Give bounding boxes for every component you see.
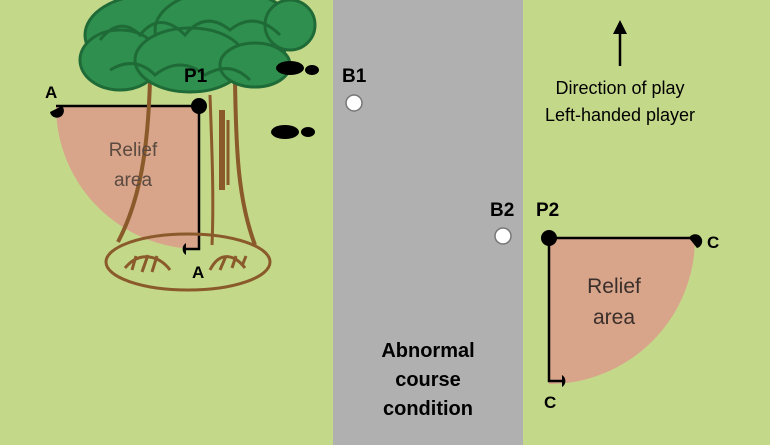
relief-boundary-left [56,104,201,251]
relief-area-left [56,106,199,249]
reference-point-markers [50,98,703,387]
p2-marker [541,230,557,246]
footprint-icon [276,61,319,75]
relief-area-left-label-line2: area [114,170,152,191]
label-p2: P2 [536,200,559,221]
label-c-bottom: C [544,393,556,412]
relief-area-right-label-line1: Relief [587,275,641,298]
abnormal-label-line3: condition [383,398,473,420]
golf-ball-icon [345,94,363,112]
relief-area-right [549,238,695,384]
abnormal-label-line2: course [395,369,461,391]
label-a-top: A [45,83,57,102]
footprint-icon [271,125,315,139]
p1-marker [191,98,207,114]
tree-icon [78,0,317,292]
relief-area-left-label-line1: Relief [109,140,158,161]
c-bottom-marker [562,375,566,387]
relief-area-right-label-line2: area [593,306,635,329]
c-top-marker [689,234,703,248]
relief-boundary-right [547,236,695,383]
label-b1: B1 [342,66,367,87]
label-b2: B2 [490,200,514,221]
label-p1: P1 [184,66,208,87]
a-bottom-marker [182,243,186,255]
label-c-top: C [707,233,719,252]
direction-of-play-label: Direction of play [555,78,684,98]
abnormal-course-condition-area [333,0,523,445]
label-a-bottom: A [192,263,204,282]
abnormal-label-line1: Abnormal [381,340,474,362]
left-handed-player-label: Left-handed player [545,105,695,125]
a-top-marker [50,106,64,118]
golf-ball-icon [494,227,512,245]
arrow-up-icon [613,20,627,66]
